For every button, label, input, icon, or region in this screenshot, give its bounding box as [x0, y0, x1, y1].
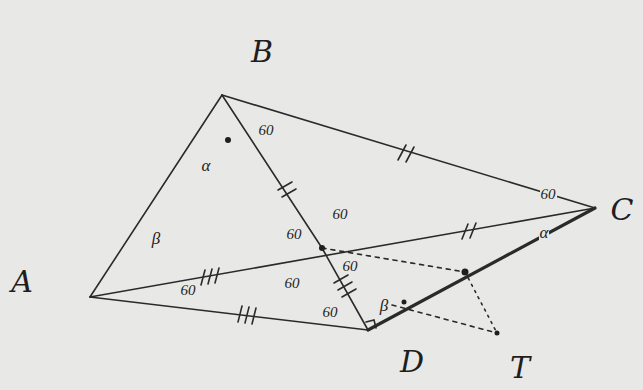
angle-value: 60	[332, 207, 349, 222]
point-label: B	[250, 37, 274, 67]
angle-value: 60	[180, 283, 197, 298]
angle-value: 60	[284, 276, 301, 291]
angle-value: 60	[540, 187, 557, 202]
angle-label: α	[539, 224, 550, 241]
angle-label: β	[151, 230, 161, 247]
point-label: D	[399, 347, 425, 377]
point-label: T	[509, 353, 531, 383]
angle-label: α	[201, 157, 212, 174]
angle-label: β	[379, 297, 389, 314]
angle-value: 60	[322, 305, 339, 320]
point-label: A	[10, 267, 34, 297]
angle-value: 60	[258, 123, 275, 138]
point-label: C	[610, 195, 635, 225]
angle-value: 60	[342, 259, 359, 274]
angle-value: 60	[286, 227, 303, 242]
